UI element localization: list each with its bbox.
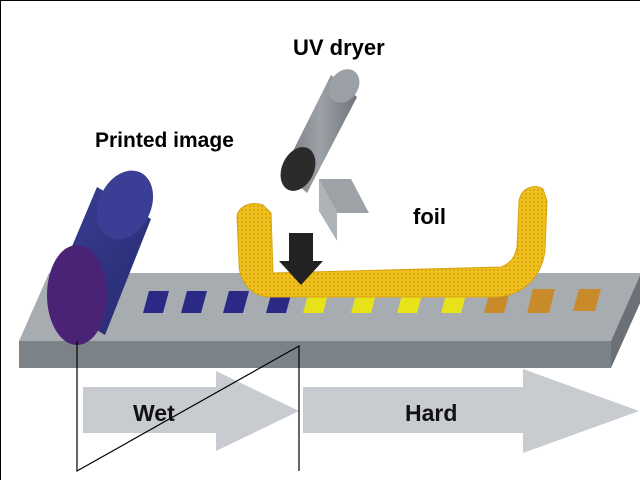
wet-label: Wet xyxy=(133,400,175,426)
belt-side xyxy=(611,275,640,368)
foil-web xyxy=(236,186,548,298)
hard-label: Hard xyxy=(405,400,457,426)
uv-arrow xyxy=(279,233,323,285)
hard-arrow xyxy=(303,369,639,453)
zone-lines xyxy=(76,341,300,473)
foil-label: foil xyxy=(413,204,446,229)
belt-front xyxy=(19,341,611,368)
uv-dryer-label: UV dryer xyxy=(293,35,385,60)
wet-arrow xyxy=(83,371,299,451)
printed-image-label: Printed image xyxy=(95,129,234,152)
uv-dryer xyxy=(279,69,369,285)
printed-image-roller xyxy=(47,170,154,345)
